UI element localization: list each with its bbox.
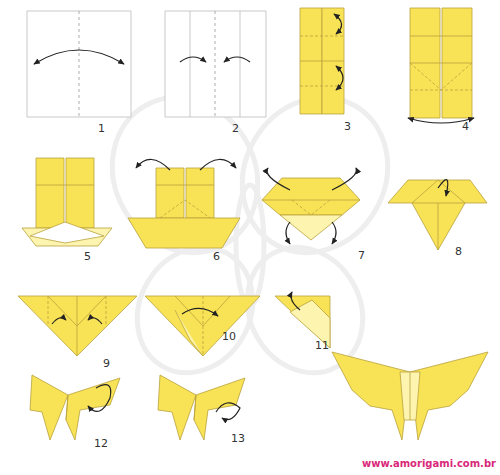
step-number: 2	[232, 123, 239, 134]
step-number: 1	[98, 123, 105, 134]
step-number: 9	[103, 358, 110, 369]
hexagon-fold	[262, 178, 360, 240]
butterfly-side	[30, 375, 120, 440]
step-number: 5	[84, 251, 91, 262]
butterfly-side	[158, 375, 245, 440]
step-number: 13	[231, 433, 245, 444]
step-number: 7	[358, 250, 365, 261]
step-number: 6	[213, 251, 220, 262]
step-number: 12	[94, 438, 108, 449]
step-number: 10	[222, 331, 236, 342]
fold-arrows	[34, 14, 474, 420]
website-credit: www.amorigami.com.br	[362, 459, 496, 469]
step-number: 4	[462, 121, 469, 132]
step-number: 8	[455, 246, 462, 257]
finished-butterfly	[332, 352, 488, 440]
triangle-fold	[145, 296, 260, 356]
folded-strips	[300, 8, 344, 114]
step-number: 11	[315, 340, 329, 351]
boat-fold	[128, 168, 240, 248]
paper-square	[27, 11, 131, 117]
folded-strips	[410, 8, 472, 118]
paper-square	[165, 11, 266, 117]
triangle-fold	[18, 296, 137, 356]
trapezoid-fold	[388, 180, 487, 250]
boat-fold	[22, 158, 112, 246]
watermark-butterfly	[84, 71, 415, 394]
step-number: 3	[344, 121, 351, 132]
